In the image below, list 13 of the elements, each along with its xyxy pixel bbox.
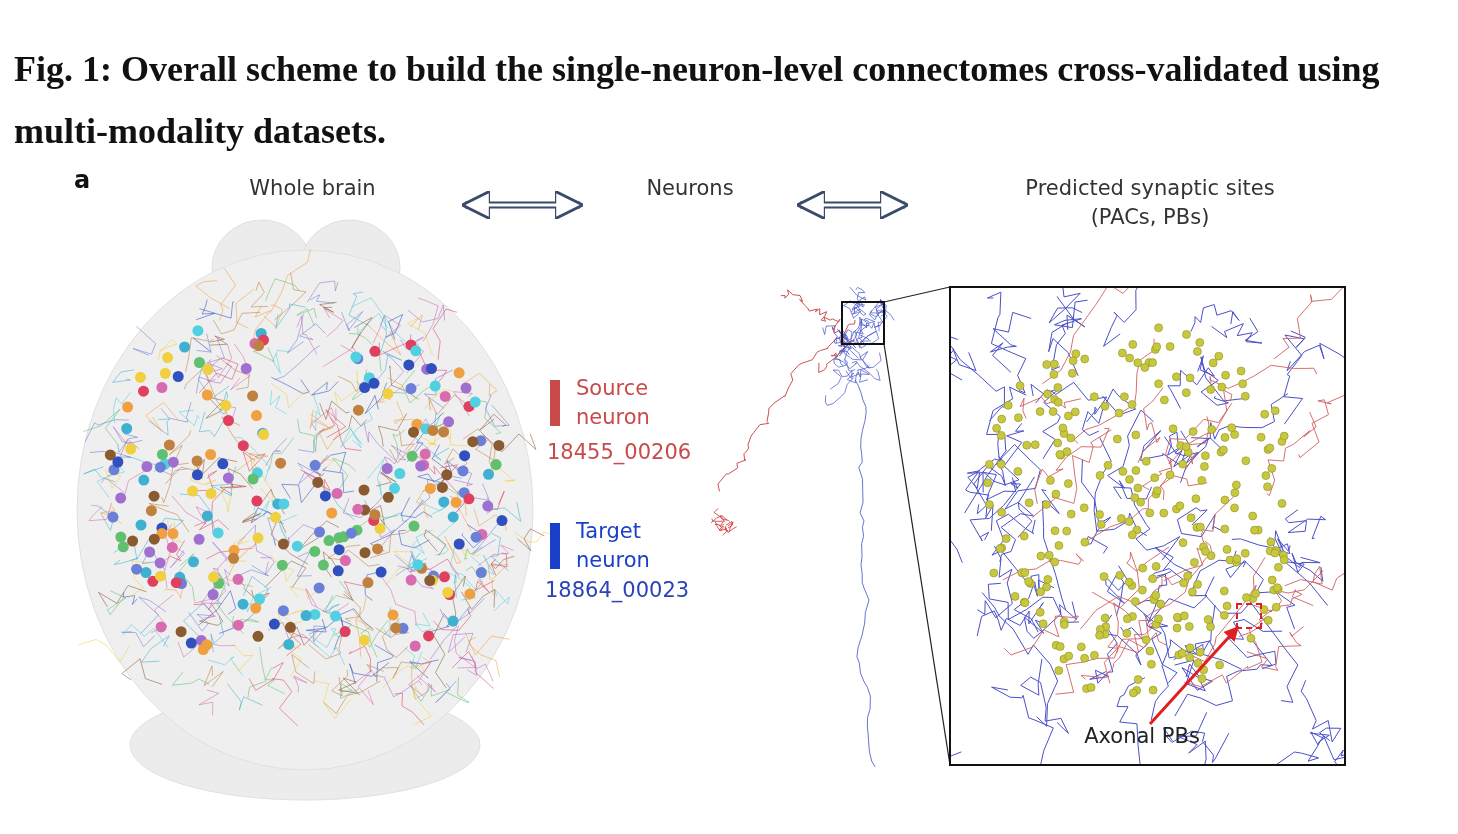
neuron-id: 18864_00023 (545, 578, 690, 602)
panel-heading: Neurons (580, 174, 800, 203)
neuron-id: 18455_00206 (547, 440, 692, 464)
figure-title: Fig. 1: Overall scheme to build the single-neuron-level connectomes cross-validated using multi-modality datasets. (14, 48, 1381, 153)
arrow (460, 189, 585, 221)
arrow (1148, 625, 1240, 725)
panel-heading: Predicted synaptic sites (PACs, PBs) (1005, 174, 1295, 232)
panel-letter: a (74, 166, 91, 194)
arrow (795, 189, 910, 221)
legend-text: Target neuron (576, 518, 651, 574)
highlight-box (1236, 603, 1262, 629)
panel-heading: Whole brain (160, 174, 465, 203)
legend-text: Source neuron (576, 375, 651, 431)
